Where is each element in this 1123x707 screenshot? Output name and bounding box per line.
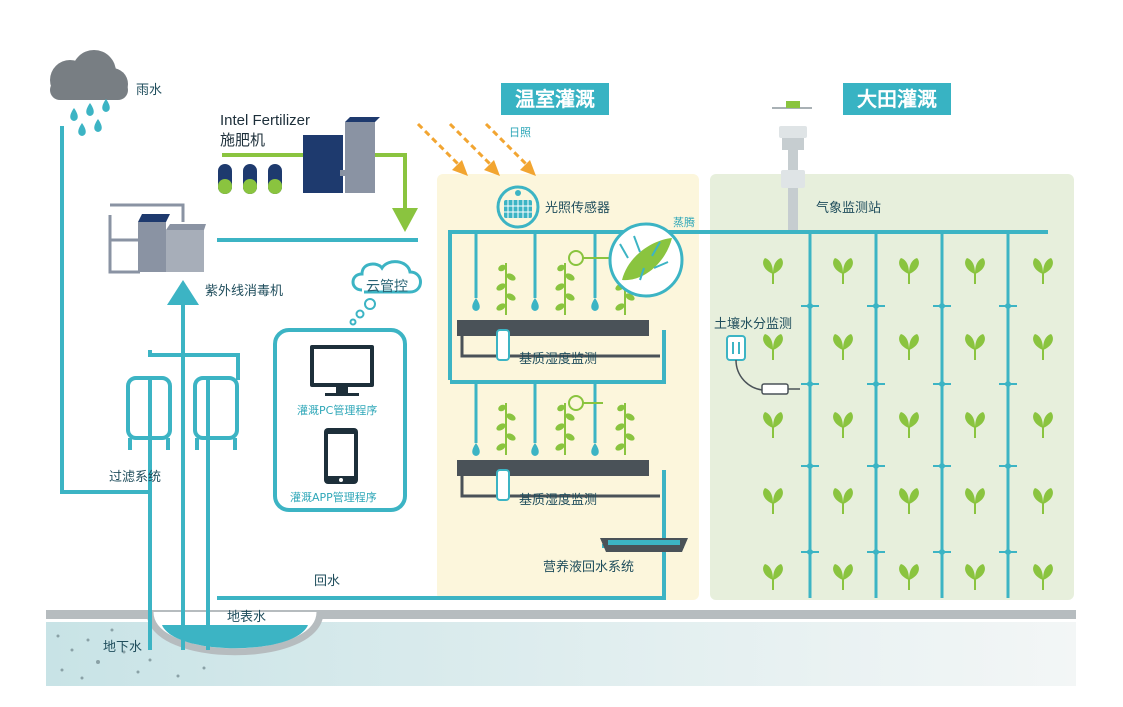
substrate-sensor-1 xyxy=(496,329,510,361)
ground-surface xyxy=(46,610,1076,619)
fertilizer-machine xyxy=(303,117,380,193)
fertilizer-arrow xyxy=(392,208,418,232)
flow-arrow-up xyxy=(167,280,199,305)
weather-station-icon xyxy=(772,101,812,230)
greenhouse-drip-lines-top xyxy=(474,232,597,298)
substrate-label-2: 基质湿度监测 xyxy=(519,493,598,508)
cloud-control-label: 云管控 xyxy=(366,279,408,295)
weather-station-label: 气象监测站 xyxy=(816,201,882,216)
growing-bed-1 xyxy=(457,320,649,336)
field-drip-lines xyxy=(808,232,1010,598)
substrate-label-1: 基质湿度监测 xyxy=(519,352,598,367)
rain-label: 雨水 xyxy=(136,83,163,98)
pond xyxy=(146,611,324,656)
return-water-label: 回水 xyxy=(314,574,341,589)
pc-program-label: 灌溉PC管理程序 xyxy=(297,404,378,417)
fertilizer-line xyxy=(222,153,407,210)
greenhouse-drip-lines-bottom xyxy=(474,382,597,443)
uv-sterilizer xyxy=(108,203,206,274)
soil-moisture-sensor-icon xyxy=(726,335,800,395)
light-sensor-icon xyxy=(496,185,540,229)
phone-icon xyxy=(324,428,358,484)
fertilizer-en-label: Intel Fertilizer xyxy=(220,112,311,129)
field-irrigation-badge: 大田灌溉 xyxy=(843,83,951,115)
greenhouse-irrigation-badge: 温室灌溉 xyxy=(501,83,609,115)
evaporation-label: 蒸腾 xyxy=(673,216,695,229)
nutrient-return-label: 营养液回水系统 xyxy=(543,560,635,575)
app-program-label: 灌溉APP管理程序 xyxy=(290,491,377,504)
surface-water-label: 地表水 xyxy=(227,610,267,625)
pipes xyxy=(60,126,1048,650)
uv-label: 紫外线消毒机 xyxy=(205,284,284,299)
soil-dots xyxy=(56,628,206,680)
cloud-control-icon xyxy=(349,260,422,326)
fertilizer-cn-label: 施肥机 xyxy=(220,132,266,149)
sunlight-label: 日照 xyxy=(509,126,531,139)
growing-bed-2 xyxy=(457,460,649,476)
fertilizer-bottles xyxy=(218,164,282,194)
management-panel xyxy=(273,328,407,512)
filter-label: 过滤系统 xyxy=(109,470,162,485)
ground-water-label: 地下水 xyxy=(103,640,143,655)
filter-tanks xyxy=(126,376,239,450)
soil-moisture-label: 土壤水分监测 xyxy=(714,317,793,332)
evaporation-icon xyxy=(608,222,684,298)
light-sensor-label: 光照传感器 xyxy=(545,201,611,216)
substrate-sensor-2 xyxy=(496,469,510,501)
surface-water xyxy=(162,625,308,649)
pc-monitor-icon xyxy=(310,345,374,396)
sunlight-arrowheads xyxy=(452,160,536,176)
rain-cloud-icon xyxy=(50,50,128,136)
